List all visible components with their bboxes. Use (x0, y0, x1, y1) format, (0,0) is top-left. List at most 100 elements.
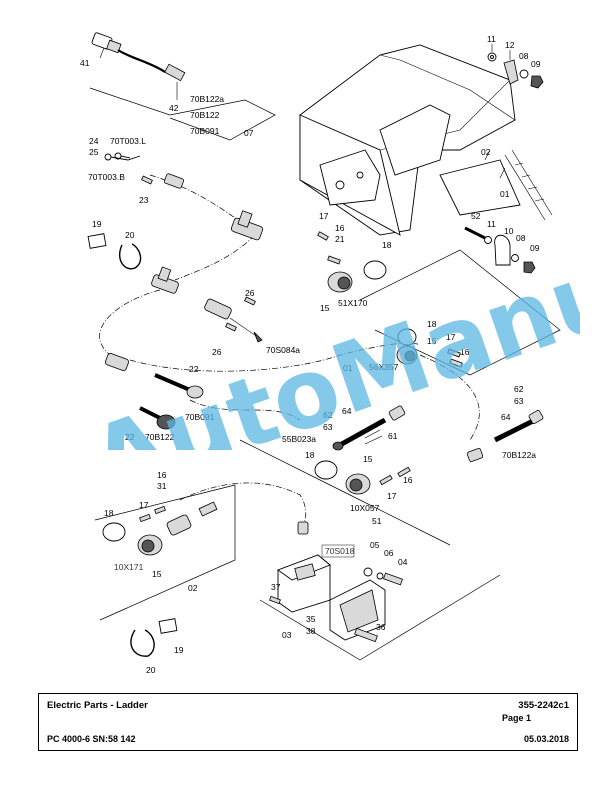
callout-42: 42 (169, 103, 179, 113)
label-70b122a-right: 70B122a (502, 450, 536, 460)
callout-37: 37 (271, 582, 281, 592)
machine-model: PC 4000-6 SN:58 142 (47, 734, 136, 744)
callout-19-bottom: 19 (174, 645, 184, 655)
plug-70s084a (204, 296, 263, 343)
callout-17-a: 17 (319, 211, 329, 221)
callout-22-b: 22 (125, 432, 135, 442)
callout-52: 52 (471, 211, 481, 221)
callout-15-d: 15 (152, 569, 162, 579)
callout-15-a: 15 (320, 303, 330, 313)
callout-11-top: 11 (487, 34, 496, 44)
label-70t003l: 70T003.L (110, 136, 146, 146)
callout-19-top: 19 (92, 219, 102, 229)
callout-17-b: 17 (446, 332, 456, 342)
callout-05: 05 (370, 540, 380, 550)
callout-16-d: 16 (157, 470, 167, 480)
callout-07: 07 (244, 128, 254, 138)
socket-10x057 (314, 460, 411, 495)
cable-route-tee (174, 234, 256, 281)
callout-31: 31 (157, 481, 167, 491)
title-block: Electric Parts - Ladder 355-2242c1 Page … (38, 693, 578, 751)
callout-23: 23 (139, 195, 149, 205)
issue-date: 05.03.2018 (523, 734, 569, 744)
callout-12: 12 (505, 40, 515, 50)
callout-62-a: 62 (323, 410, 333, 420)
page-number: Page 1 (501, 713, 531, 723)
callout-04: 04 (398, 557, 408, 567)
callout-06: 06 (384, 548, 394, 558)
label-70b122-mid: 70B122 (145, 432, 175, 442)
callout-41: 41 (80, 58, 90, 68)
callout-08-right: 08 (516, 233, 526, 243)
callout-16-a: 16 (335, 223, 345, 233)
bracket-hardware-right (464, 226, 536, 274)
callout-63-b: 63 (514, 396, 524, 406)
callout-11-right: 11 (487, 219, 496, 229)
callout-15-c: 15 (363, 454, 373, 464)
label-70s084a: 70S084a (266, 345, 300, 355)
label-70s018: 70S018 (325, 546, 355, 556)
tee-connector-upper (230, 210, 264, 241)
socket-56x357 (396, 328, 463, 368)
callout-26-a: 26 (245, 288, 255, 298)
callout-20-bottom: 20 (146, 665, 156, 675)
cable-route-bottom (179, 482, 307, 531)
label-70b091-top: 70B091 (190, 126, 220, 136)
callout-64-b: 64 (501, 412, 511, 422)
callout-10: 10 (504, 226, 514, 236)
label-10x057: 10X057 (350, 503, 380, 513)
callout-03: 03 (282, 630, 292, 640)
cable-tie-20-top (87, 233, 142, 270)
callout-01-mid: 01 (343, 363, 353, 373)
group-frame-01 (359, 249, 561, 376)
callout-18-a: 18 (382, 240, 392, 250)
label-70s018-box (321, 544, 355, 558)
callout-16-b: 16 (460, 347, 470, 357)
callout-62-b: 62 (514, 384, 524, 394)
sensor-plugs-22 (105, 353, 204, 430)
label-70b122-top: 70B122 (190, 110, 220, 120)
callout-21: 21 (335, 234, 345, 244)
callout-38: 38 (306, 626, 316, 636)
callout-61: 61 (388, 431, 398, 441)
label-10x171: 10X171 (114, 562, 144, 572)
label-70b122a-top: 70B122a (190, 94, 224, 104)
sensor-55b023a (332, 405, 406, 451)
callout-63-a: 63 (323, 422, 333, 432)
callout-01-top: 01 (500, 189, 510, 199)
callout-22-a: 22 (189, 364, 199, 374)
group-frame-02 (94, 484, 236, 621)
group-frame-07 (89, 87, 276, 141)
callout-25: 25 (89, 147, 99, 157)
callout-02-top: 02 (481, 147, 491, 157)
cable-tie-20-bottom (130, 618, 178, 657)
callout-51: 51 (372, 516, 382, 526)
bracket-hardware-top (487, 44, 544, 89)
ladder-frame-assembly (299, 44, 553, 236)
callout-36: 36 (376, 622, 386, 632)
callout-08-top: 08 (519, 51, 529, 61)
callout-17-d: 17 (139, 500, 149, 510)
callout-26-b: 26 (212, 347, 222, 357)
callout-02-bottom: 02 (188, 583, 198, 593)
tee-connector-lower (151, 266, 179, 294)
callout-18-c: 18 (305, 450, 315, 460)
switch-box-70s018 (269, 521, 403, 643)
sensor-70b122a-right (466, 410, 544, 462)
ring-terminals-24-25 (104, 152, 185, 189)
group-frame-51 (239, 439, 451, 546)
socket-51x170 (317, 231, 387, 293)
cable-route-mid (189, 399, 301, 421)
sensor-cable-41-42 (91, 32, 186, 100)
callout-18-d: 18 (104, 508, 114, 518)
callout-17-c: 17 (387, 491, 397, 501)
label-70b091-mid: 70B091 (185, 412, 215, 422)
socket-10x171 (102, 501, 218, 556)
callout-20-top: 20 (125, 230, 135, 240)
cable-route-left (99, 289, 161, 356)
cable-route-loop (129, 342, 421, 372)
cable-route-lower (419, 354, 480, 441)
callout-09-top: 09 (531, 59, 541, 69)
callout-16-c: 16 (403, 475, 413, 485)
label-70t003b: 70T003.B (88, 172, 125, 182)
